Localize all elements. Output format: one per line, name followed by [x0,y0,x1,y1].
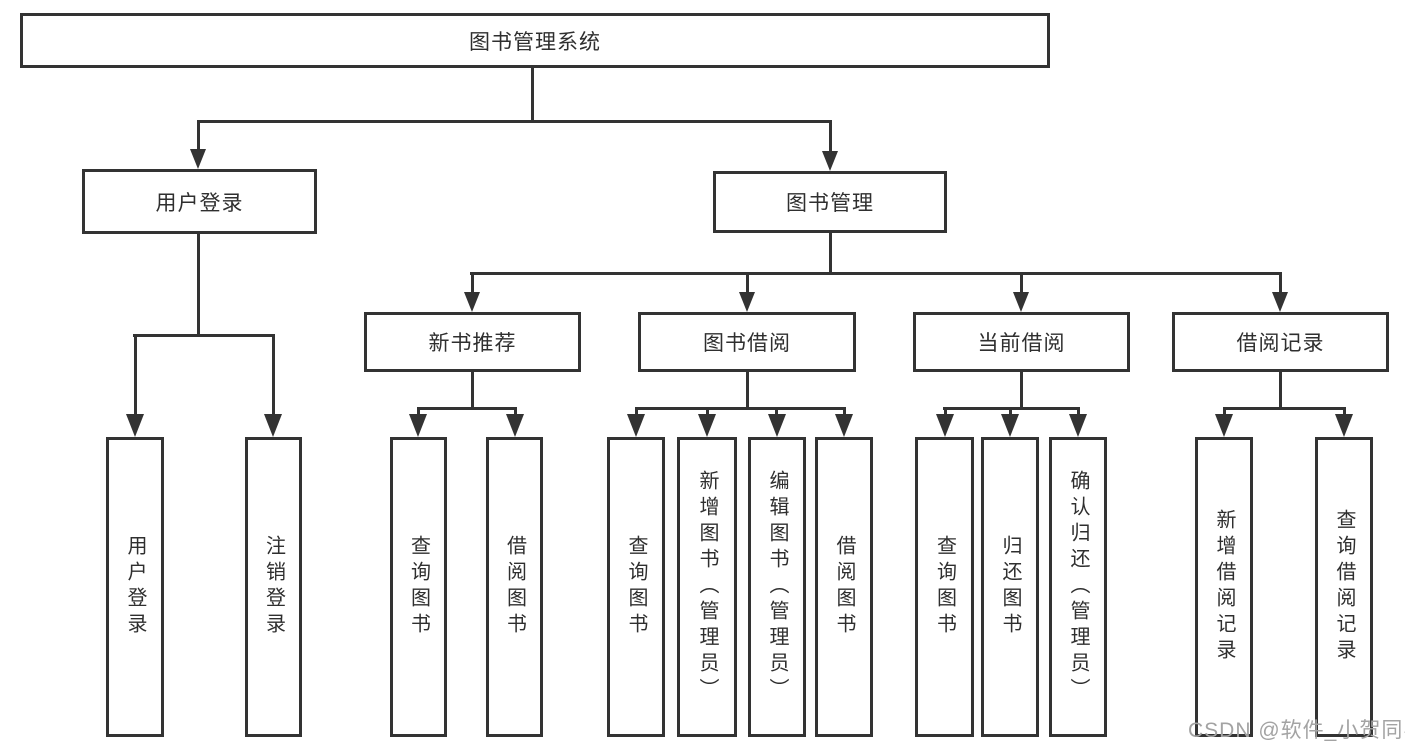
connector-line [514,407,517,419]
watermark: CSDN @软件_小贺同学 [1188,719,1405,742]
node-borrowing-records: 借阅记录 [1172,312,1389,372]
node-user-login-leaf: 用户登录 [106,437,164,737]
node-label: 新增图书（管理员） [696,470,718,704]
connector-line [133,334,275,337]
node-query-books-1: 查询图书 [390,437,447,737]
connector-line [1223,407,1345,410]
arrow-down-icon [835,414,853,437]
arrow-down-icon [1013,292,1029,312]
node-label: 借阅图书 [833,535,855,639]
arrow-down-icon [822,151,838,171]
connector-line [417,407,420,419]
connector-line [635,407,845,410]
node-current-borrowing: 当前借阅 [913,312,1130,372]
node-label: 编辑图书（管理员） [766,470,788,704]
arrow-down-icon [698,414,716,437]
connector-line [1223,407,1226,419]
node-label: 查询图书 [407,535,430,639]
arrow-down-icon [1272,292,1288,312]
connector-line [1009,407,1012,419]
arrow-down-icon [1335,414,1353,437]
node-edit-books-admin: 编辑图书（管理员） [748,437,806,737]
node-label: 新增借阅记录 [1213,509,1235,665]
connector-line [775,407,778,419]
node-label: 图书借阅 [703,332,791,355]
node-label: 图书管理 [786,192,874,215]
connector-line [1279,372,1282,410]
node-query-books-2: 查询图书 [607,437,665,737]
connector-line [471,372,474,410]
node-borrow-books-2: 借阅图书 [815,437,873,737]
node-label: 用户登录 [124,535,146,639]
arrow-down-icon [506,414,524,437]
node-user-login: 用户登录 [82,169,317,234]
connector-line [197,234,200,336]
node-label: 确认归还（管理员） [1067,470,1089,704]
node-confirm-return-admin: 确认归还（管理员） [1049,437,1107,737]
node-library-management-system: 图书管理系统 [20,13,1050,68]
connector-line [1020,372,1023,410]
connector-line [746,372,749,410]
arrow-down-icon [739,292,755,312]
connector-line [843,407,846,419]
arrow-down-icon [1001,414,1019,437]
connector-line [471,272,474,294]
node-return-books: 归还图书 [981,437,1039,737]
node-add-books-admin: 新增图书（管理员） [677,437,737,737]
arrow-down-icon [1069,414,1087,437]
connector-line [944,407,947,419]
arrow-down-icon [936,414,954,437]
connector-line [417,407,517,410]
arrow-down-icon [264,414,282,437]
node-query-borrow-record: 查询借阅记录 [1315,437,1373,737]
node-book-borrowing: 图书借阅 [638,312,856,372]
connector-line [1343,407,1346,419]
arrow-down-icon [768,414,786,437]
connector-line [272,334,275,414]
arrow-down-icon [190,149,206,169]
node-query-books-3: 查询图书 [915,437,974,737]
node-logout-leaf: 注销登录 [245,437,302,737]
node-label: 借阅图书 [503,535,526,639]
connector-line [829,233,832,274]
connector-line [829,120,832,153]
node-label: 查询借阅记录 [1333,509,1355,665]
node-label: 图书管理系统 [469,30,601,54]
node-new-book-recommendation: 新书推荐 [364,312,581,372]
connector-line [1020,272,1023,294]
node-label: 注销登录 [262,535,285,639]
node-label: 用户登录 [155,191,244,215]
connector-line [134,334,137,414]
node-label: 查询图书 [933,535,956,639]
connector-line [1077,407,1080,419]
arrow-down-icon [409,414,427,437]
connector-line [197,120,200,152]
node-label: 查询图书 [625,535,647,639]
connector-line [470,272,1282,275]
node-borrow-books-1: 借阅图书 [486,437,543,737]
connector-line [531,66,534,122]
arrow-down-icon [1215,414,1233,437]
node-add-borrow-record: 新增借阅记录 [1195,437,1253,737]
node-book-management: 图书管理 [713,171,947,233]
connector-line [635,407,638,419]
connector-line [1279,272,1282,294]
connector-line [746,272,749,294]
node-label: 归还图书 [999,535,1021,639]
arrow-down-icon [464,292,480,312]
arrow-down-icon [627,414,645,437]
connector-line [197,120,832,123]
node-label: 当前借阅 [977,332,1066,355]
node-label: 新书推荐 [428,332,517,355]
connector-line [706,407,709,419]
node-label: 借阅记录 [1236,332,1325,355]
arrow-down-icon [126,414,144,437]
